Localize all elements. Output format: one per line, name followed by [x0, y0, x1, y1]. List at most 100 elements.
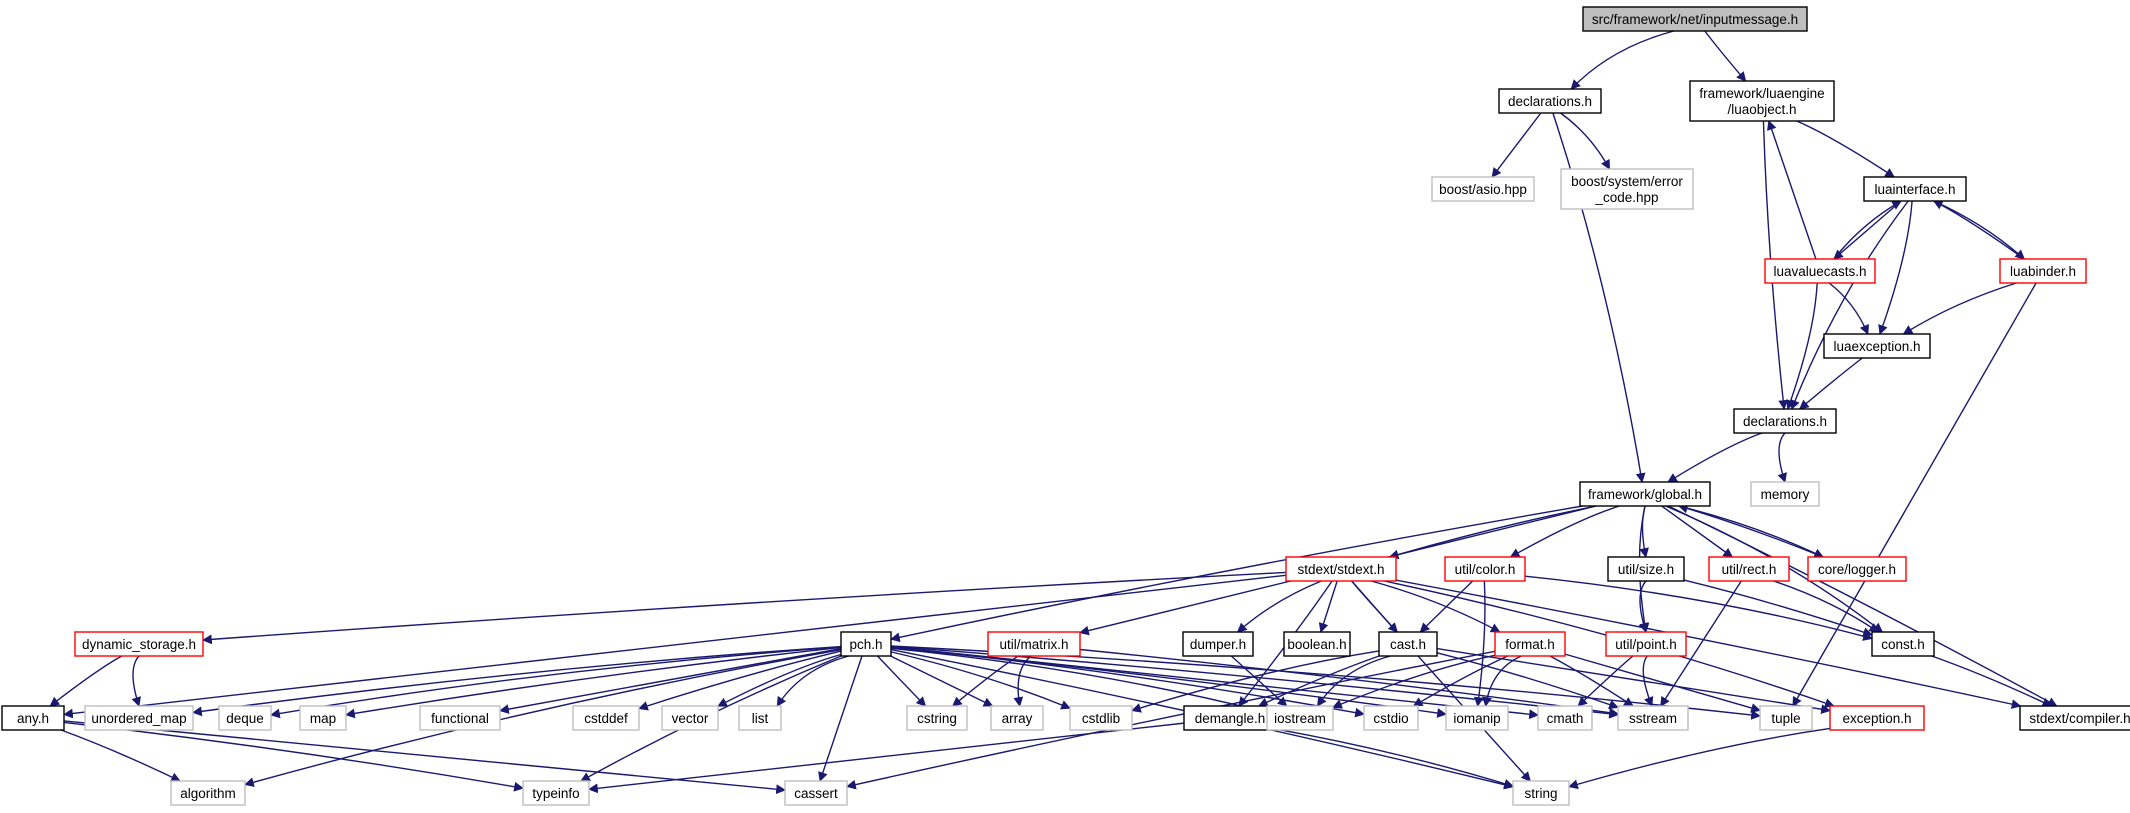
node-cassert: cassert	[784, 780, 848, 806]
node-luaobject[interactable]: framework/luaengine/luaobject.h	[1689, 80, 1835, 122]
edge-global-to-pch	[890, 505, 1583, 643]
edge-pch-to-unordered_map	[192, 645, 842, 717]
node-demangle[interactable]: demangle.h	[1183, 705, 1277, 731]
node-box-size	[1607, 556, 1685, 582]
edge-luavaluecasts-to-luaobject	[1767, 120, 1817, 260]
node-array: array	[990, 705, 1044, 731]
node-box-decl_lua	[1733, 408, 1837, 434]
node-luabinder[interactable]: luabinder.h	[1999, 258, 2087, 284]
edge-dynstorage-to-any	[49, 655, 123, 707]
edge-pch-to-list	[776, 655, 849, 707]
node-label-stdext: stdext/stdext.h	[1297, 562, 1384, 577]
node-cast[interactable]: cast.h	[1378, 631, 1438, 657]
node-logger[interactable]: core/logger.h	[1807, 556, 1907, 582]
node-size[interactable]: util/size.h	[1607, 556, 1685, 582]
node-box-root	[1582, 6, 1808, 32]
edge-pch-to-array	[890, 655, 994, 707]
edge-pch-to-cstring	[877, 655, 927, 707]
edge-pch-to-deque	[270, 646, 842, 719]
node-box-map	[299, 705, 347, 731]
node-matrix[interactable]: util/matrix.h	[987, 631, 1081, 657]
edge-decl_net-to-global	[1552, 112, 1646, 483]
node-const[interactable]: const.h	[1871, 631, 1935, 657]
node-box-matrix	[987, 631, 1081, 657]
node-dynstorage[interactable]: dynamic_storage.h	[74, 631, 204, 657]
node-label-boost_err: boost/system/error	[1571, 174, 1683, 189]
node-box-luaobject	[1689, 80, 1835, 122]
node-point[interactable]: util/point.h	[1605, 631, 1687, 657]
node-label-compiler: stdext/compiler.h	[2029, 711, 2130, 726]
edge-luainterface-to-luabinder	[1933, 200, 2026, 260]
node-box-global	[1579, 481, 1711, 507]
node-label-cstddef: cstddef	[584, 711, 628, 726]
node-cstddef: cstddef	[572, 705, 640, 731]
node-root[interactable]: src/framework/net/inputmessage.h	[1582, 6, 1808, 32]
edge-pch-to-functional	[499, 647, 842, 714]
edge-luainterface-to-luaexception	[1878, 200, 1913, 335]
edge-dynstorage-to-unordered_map	[131, 655, 141, 707]
node-label-demangle: demangle.h	[1195, 711, 1266, 726]
node-iostream: iostream	[1266, 705, 1334, 731]
node-luainterface[interactable]: luainterface.h	[1863, 176, 1967, 202]
node-box-cstdlib	[1069, 705, 1133, 731]
node-rect[interactable]: util/rect.h	[1708, 556, 1790, 582]
node-any[interactable]: any.h	[1, 705, 65, 731]
node-label-algorithm: algorithm	[180, 786, 236, 801]
node-box-typeinfo	[522, 780, 590, 806]
node-label-deque: deque	[226, 711, 264, 726]
node-label-cassert: cassert	[794, 786, 838, 801]
node-label-iomanip: iomanip	[1453, 711, 1500, 726]
node-cstdlib: cstdlib	[1069, 705, 1133, 731]
edge-exception-to-string	[1568, 727, 1831, 790]
node-exception[interactable]: exception.h	[1829, 705, 1925, 731]
node-pch[interactable]: pch.h	[840, 631, 892, 657]
node-label-list: list	[752, 711, 769, 726]
node-color[interactable]: util/color.h	[1444, 556, 1526, 582]
edge-dumper-to-iostream	[1230, 655, 1288, 707]
node-label-global: framework/global.h	[1588, 487, 1702, 502]
node-box-luainterface	[1863, 176, 1967, 202]
node-box-stdext	[1285, 556, 1397, 582]
edge-luavaluecasts-to-luaexception	[1828, 282, 1869, 335]
edge-stdext-to-dynstorage	[202, 571, 1287, 645]
edges-layer	[49, 30, 2058, 795]
edge-stdext-to-format	[1371, 580, 1501, 633]
node-luavaluecasts[interactable]: luavaluecasts.h	[1764, 258, 1876, 284]
node-cstring: cstring	[906, 705, 968, 731]
node-box-pch	[840, 631, 892, 657]
node-label-matrix: util/matrix.h	[999, 637, 1068, 652]
node-format[interactable]: format.h	[1494, 631, 1566, 657]
node-decl_net[interactable]: declarations.h	[1498, 88, 1602, 114]
node-label-luainterface: luainterface.h	[1874, 182, 1955, 197]
edge-rect-to-const	[1773, 580, 1880, 633]
node-label-cstdlib: cstdlib	[1082, 711, 1120, 726]
node-box-format	[1494, 631, 1566, 657]
edge-global-to-rect	[1661, 505, 1734, 558]
node-dumper[interactable]: dumper.h	[1182, 631, 1254, 657]
edge-global-to-logger	[1678, 505, 1824, 558]
node-label-iostream: iostream	[1274, 711, 1326, 726]
edge-luabinder-to-luainterface	[1932, 200, 2025, 260]
node-box-tuple	[1759, 705, 1813, 731]
node-label-string: string	[1524, 786, 1557, 801]
edge-cast-to-demangle	[1257, 655, 1380, 707]
edge-stdext-to-compiler	[1395, 579, 2022, 709]
node-box-sstream	[1617, 705, 1689, 731]
node-decl_lua[interactable]: declarations.h	[1733, 408, 1837, 434]
node-global[interactable]: framework/global.h	[1579, 481, 1711, 507]
node-label-point: util/point.h	[1615, 637, 1677, 652]
edge-rect-to-sstream	[1660, 580, 1742, 707]
edge-point-to-cmath	[1577, 655, 1634, 707]
edge-logger-to-global	[1677, 503, 1824, 558]
node-compiler[interactable]: stdext/compiler.h	[2019, 705, 2130, 731]
node-box-point	[1605, 631, 1687, 657]
node-list: list	[738, 705, 782, 731]
node-sstream: sstream	[1617, 705, 1689, 731]
edge-stdext-to-boolean	[1318, 580, 1338, 633]
node-boolean[interactable]: boolean.h	[1283, 631, 1351, 657]
edge-decl_lua-to-memory	[1777, 432, 1787, 483]
node-luaexception[interactable]: luaexception.h	[1823, 333, 1931, 359]
node-stdext[interactable]: stdext/stdext.h	[1285, 556, 1397, 582]
node-label-boost_asio: boost/asio.hpp	[1439, 182, 1527, 197]
